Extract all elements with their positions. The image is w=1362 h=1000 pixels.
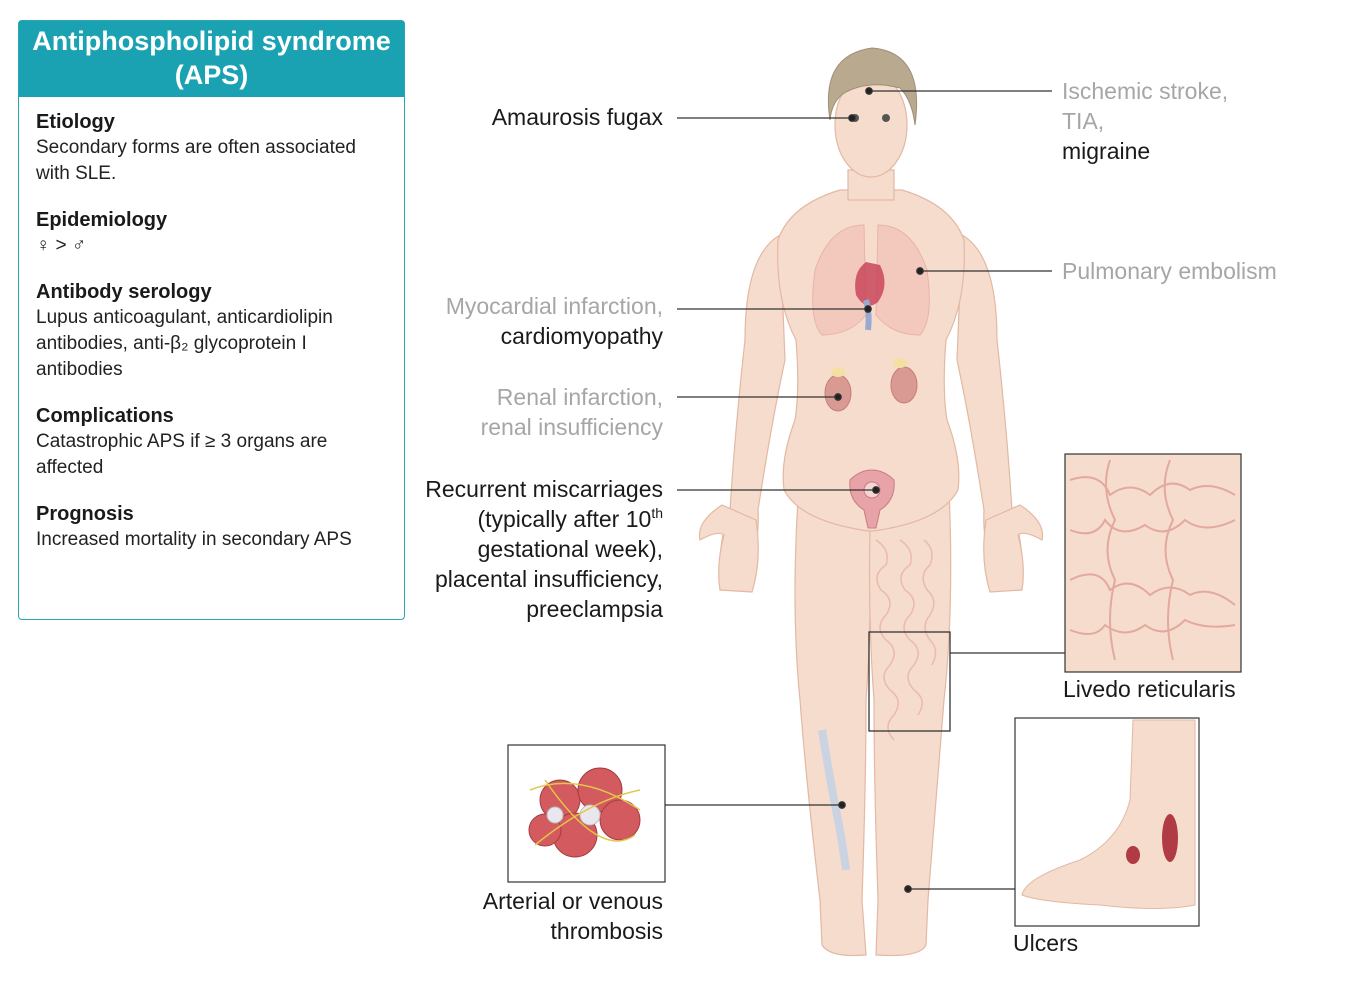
section-title: Prognosis xyxy=(36,503,134,525)
eye-right xyxy=(882,114,890,122)
label-typically-after: (typically after 10th xyxy=(477,504,663,534)
kidney-right xyxy=(890,366,918,404)
label-cardiomyopathy: cardiomyopathy xyxy=(500,323,663,349)
aorta xyxy=(863,299,872,331)
hair xyxy=(827,47,918,126)
thrombosis-inset xyxy=(507,744,666,883)
label-renal-insufficiency: renal insufficiency xyxy=(480,414,663,440)
label-amaurosis-fugax: Amaurosis fugax xyxy=(491,104,663,130)
label-gestational-week: gestational week), xyxy=(477,536,663,562)
ulcer-lesion xyxy=(1126,846,1140,864)
label-livedo-reticularis: Livedo reticularis xyxy=(1063,676,1236,702)
kidney-left xyxy=(824,374,852,412)
info-box-body: Etiology Secondary forms are often assoc… xyxy=(19,97,404,553)
livedo-inset xyxy=(1064,453,1242,673)
label-recurrent-miscarriages: Recurrent miscarriages xyxy=(425,476,663,502)
label-renal-infarction: Renal infarction, xyxy=(496,384,663,410)
label-preeclampsia: preeclampsia xyxy=(526,596,663,622)
leg-vein xyxy=(818,729,850,871)
section-title: Antibody serology xyxy=(36,281,212,303)
info-box-title-line1: Antiphospholipid syndrome xyxy=(32,26,391,56)
label-thrombosis: thrombosis xyxy=(550,918,663,944)
section-antibody-serology: Antibody serology Lupus anticoagulant, a… xyxy=(36,279,388,383)
label-pulmonary-embolism: Pulmonary embolism xyxy=(1062,258,1277,284)
ulcer-lesion xyxy=(1162,814,1178,862)
label-typically-after-sup: th xyxy=(651,505,663,521)
uterus xyxy=(849,469,895,529)
label-tia: TIA, xyxy=(1062,108,1105,134)
info-box-title-line2: (APS) xyxy=(174,60,249,90)
label-placental-insufficiency: placental insufficiency, xyxy=(434,566,663,592)
info-box-header: Antiphospholipid syndrome (APS) xyxy=(19,21,404,97)
section-text: Secondary forms are often associated wit… xyxy=(36,137,357,184)
livedo-pattern xyxy=(875,539,937,741)
section-text: ♀ > ♂ xyxy=(36,235,87,256)
label-myocardial-infarction: Myocardial infarction, xyxy=(445,293,663,319)
label-ulcers: Ulcers xyxy=(1013,930,1079,956)
label-migraine: migraine xyxy=(1062,138,1151,164)
section-text: Catastrophic APS if ≥ 3 organs are affec… xyxy=(36,431,328,478)
section-title: Complications xyxy=(36,405,174,427)
label-typically-after-text: (typically after 10 xyxy=(477,506,652,532)
section-complications: Complications Catastrophic APS if ≥ 3 or… xyxy=(36,403,388,481)
label-arterial-venous: Arterial or venous xyxy=(482,888,663,914)
section-epidemiology: Epidemiology ♀ > ♂ xyxy=(36,207,388,259)
heart xyxy=(855,262,885,306)
section-etiology: Etiology Secondary forms are often assoc… xyxy=(36,109,388,187)
section-title: Etiology xyxy=(36,111,115,133)
section-text: Increased mortality in secondary APS xyxy=(36,529,352,550)
info-box: Antiphospholipid syndrome (APS) Etiology… xyxy=(18,20,405,620)
section-title: Epidemiology xyxy=(36,209,168,231)
leader-lines xyxy=(665,87,1065,893)
section-prognosis: Prognosis Increased mortality in seconda… xyxy=(36,501,388,553)
label-ischemic-stroke: Ischemic stroke, xyxy=(1062,78,1229,104)
body-figure xyxy=(698,72,1044,957)
ulcer-inset xyxy=(1014,717,1200,927)
lungs xyxy=(812,224,930,336)
section-text: Lupus anticoagulant, anticardiolipin ant… xyxy=(36,307,333,380)
